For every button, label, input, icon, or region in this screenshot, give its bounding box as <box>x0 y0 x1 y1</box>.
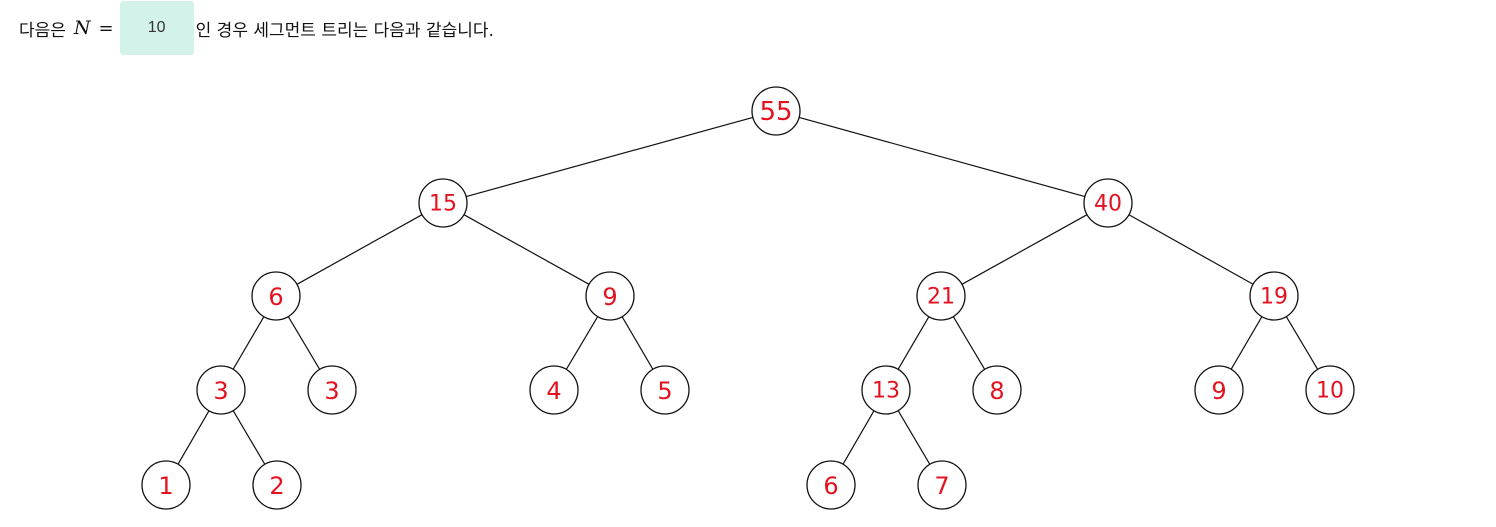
tree-node-value: 19 <box>1260 285 1288 310</box>
tree-node: 40 <box>1083 178 1133 228</box>
sentence-prefix: 다음은 <box>19 20 66 41</box>
tree-node-value: 6 <box>823 472 838 500</box>
tree-node: 9 <box>585 271 635 321</box>
tree-node: 21 <box>916 271 966 321</box>
tree-node: 7 <box>917 460 967 510</box>
tree-node: 9 <box>1194 365 1244 415</box>
tree-node: 55 <box>751 86 801 136</box>
tree-node-circle <box>640 365 690 415</box>
tree-node-circle <box>418 178 468 228</box>
tree-node-circle <box>1194 365 1244 415</box>
tree-edge <box>961 214 1088 285</box>
tree-node-circle <box>1305 365 1355 415</box>
tree-node-circle <box>585 271 635 321</box>
tree-node-value: 9 <box>602 283 617 311</box>
tree-node-value: 2 <box>269 472 284 500</box>
tree-node-value: 55 <box>759 97 792 127</box>
tree-edge <box>1230 316 1263 370</box>
tree-edge <box>232 316 265 370</box>
tree-node-circle <box>751 86 801 136</box>
sentence-suffix: 인 경우 세그먼트 트리는 다음과 같습니다. <box>195 20 494 41</box>
tree-node: 1 <box>141 460 191 510</box>
tree-node-circle <box>307 365 357 415</box>
tree-node: 15 <box>418 178 468 228</box>
tree-edge <box>465 116 754 198</box>
tree-node-circle <box>251 271 301 321</box>
tree-edge <box>296 214 423 285</box>
tree-node-circle <box>861 365 911 415</box>
tree-nodes: 55 15 40 6 9 21 19 3 3 4 5 13 8 9 10 1 2 6 7 <box>141 86 1355 510</box>
tree-node: 5 <box>640 365 690 415</box>
tree-edge <box>798 116 1086 198</box>
tree-node: 3 <box>196 365 246 415</box>
tree-node-value: 3 <box>213 377 228 405</box>
description-sentence: 다음은 N = 10 인 경우 세그먼트 트리는 다음과 같습니다. <box>19 0 494 56</box>
tree-edge <box>463 214 590 285</box>
tree-node-circle <box>252 460 302 510</box>
tree-edge <box>1128 214 1254 285</box>
tree-node: 2 <box>252 460 302 510</box>
tree-node-value: 1 <box>158 472 173 500</box>
tree-node: 8 <box>972 365 1022 415</box>
tree-edge <box>952 316 986 370</box>
equals-sign: = <box>98 17 114 39</box>
tree-node-value: 9 <box>1211 377 1226 405</box>
tree-node: 6 <box>251 271 301 321</box>
tree-edge <box>897 316 930 370</box>
tree-node: 19 <box>1249 271 1299 321</box>
tree-node-value: 7 <box>934 472 949 500</box>
tree-node-value: 13 <box>872 379 900 404</box>
tree-node-circle <box>141 460 191 510</box>
n-value-input[interactable]: 10 <box>119 1 194 55</box>
tree-edge <box>842 410 875 465</box>
tree-edge <box>897 410 931 465</box>
tree-node: 13 <box>861 365 911 415</box>
tree-node-circle <box>806 460 856 510</box>
variable-n: N <box>73 17 91 39</box>
tree-node-circle <box>1083 178 1133 228</box>
tree-node: 10 <box>1305 365 1355 415</box>
tree-edge <box>621 316 654 370</box>
tree-node-value: 15 <box>429 192 457 217</box>
tree-node-value: 3 <box>324 377 339 405</box>
tree-edge <box>232 410 266 465</box>
tree-node-value: 4 <box>546 377 561 405</box>
tree-node: 4 <box>529 365 579 415</box>
tree-node: 3 <box>307 365 357 415</box>
tree-node-value: 40 <box>1094 192 1122 217</box>
tree-edge <box>287 316 321 370</box>
tree-edge <box>1285 316 1319 370</box>
tree-node-circle <box>196 365 246 415</box>
tree-node-circle <box>917 460 967 510</box>
tree-node-circle <box>1249 271 1299 321</box>
tree-node: 6 <box>806 460 856 510</box>
tree-node-value: 5 <box>657 377 672 405</box>
tree-edges <box>177 116 1319 465</box>
tree-node-value: 6 <box>268 283 283 311</box>
tree-edge <box>565 316 599 370</box>
tree-node-circle <box>529 365 579 415</box>
tree-node-circle <box>916 271 966 321</box>
tree-edge <box>177 410 210 465</box>
tree-node-value: 10 <box>1316 379 1344 404</box>
tree-node-value: 21 <box>927 285 955 310</box>
tree-node-circle <box>972 365 1022 415</box>
tree-node-value: 8 <box>989 377 1004 405</box>
